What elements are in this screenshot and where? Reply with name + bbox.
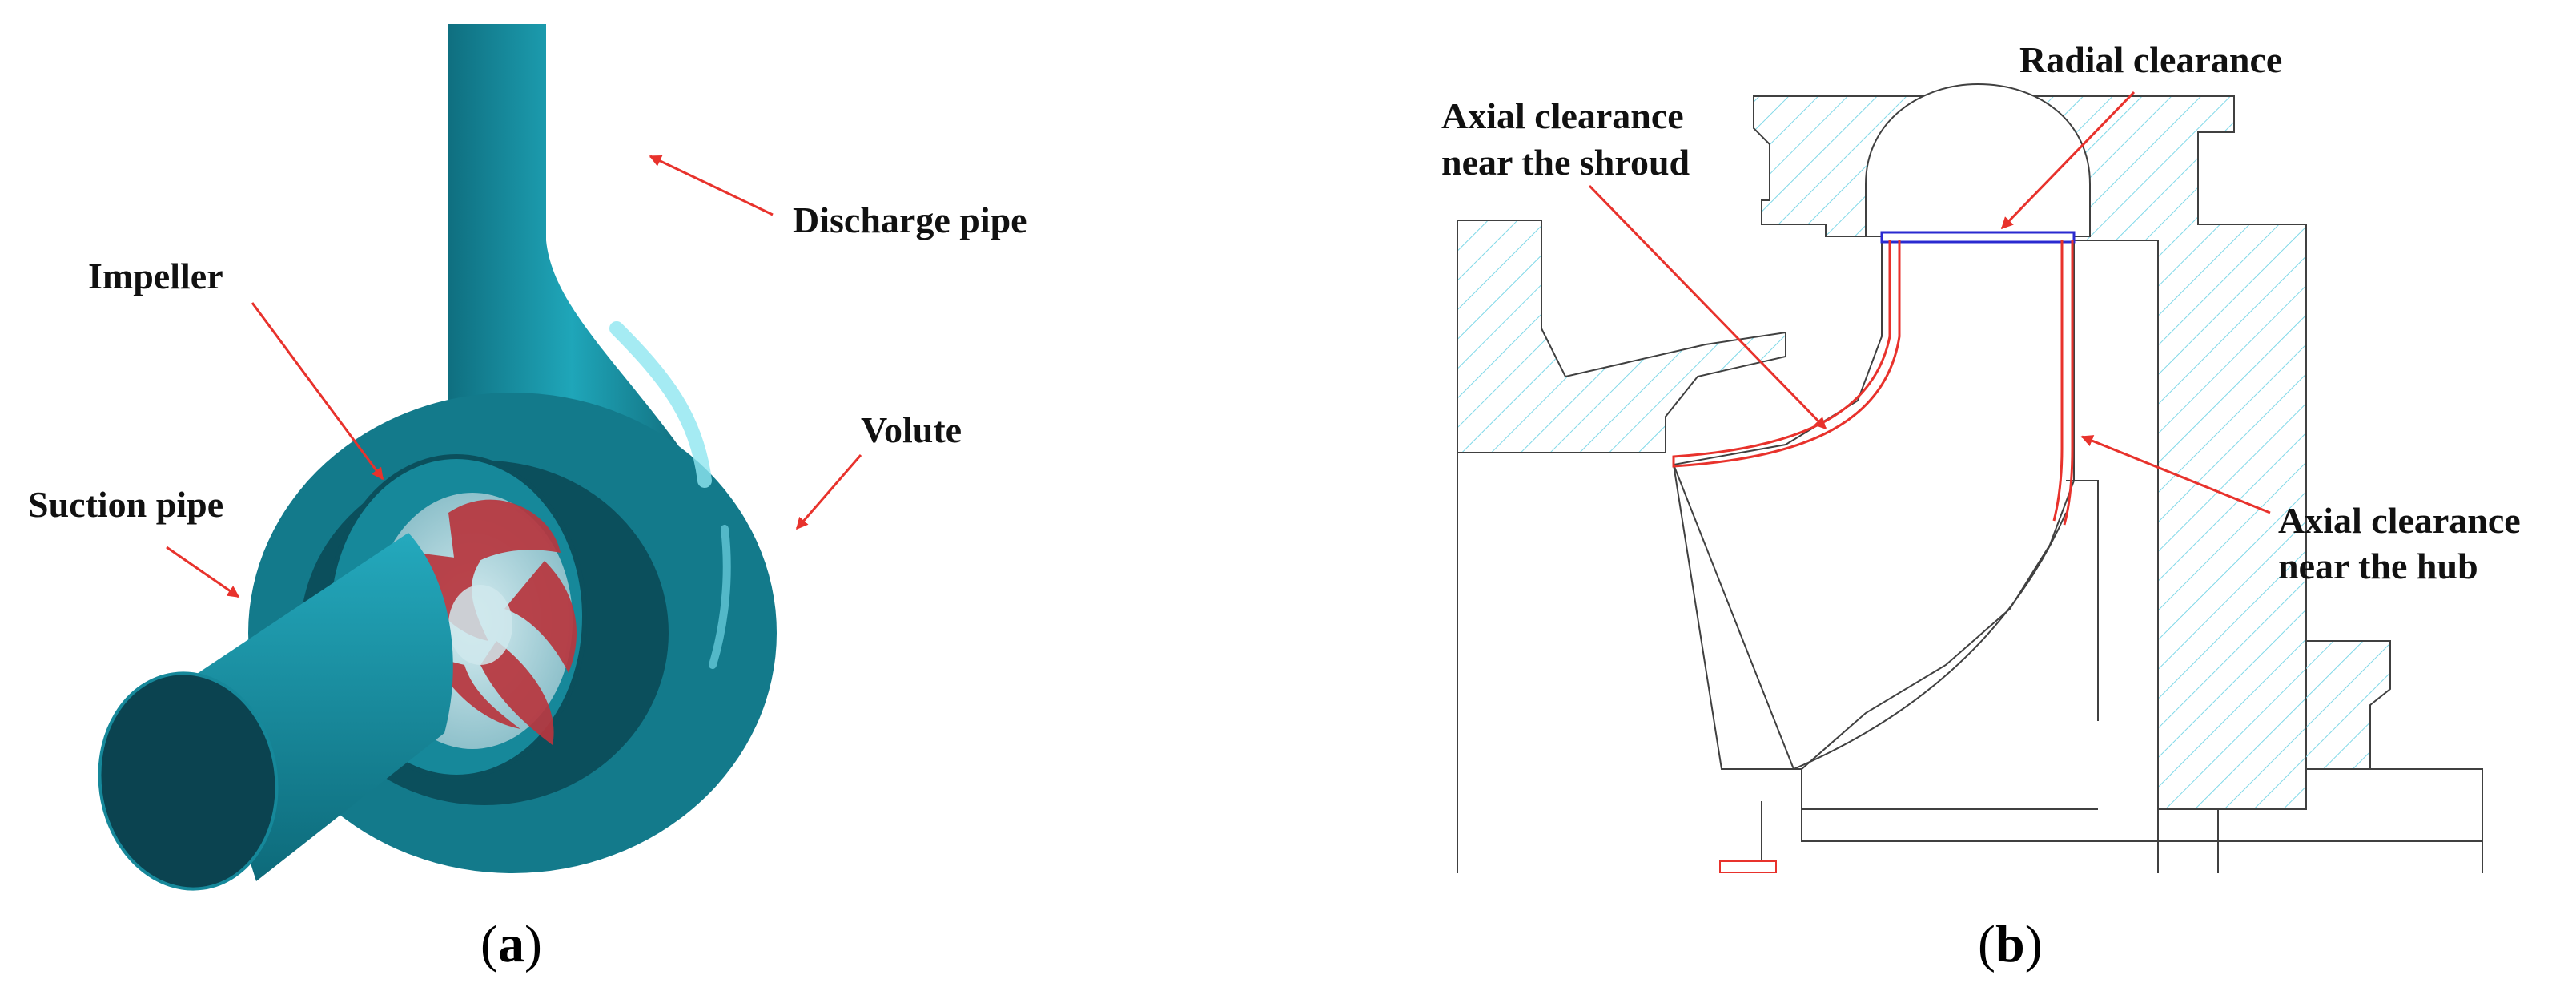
suction-pipe-label: Suction pipe	[28, 484, 223, 525]
hatched-casing	[1457, 95, 2391, 810]
volute-highlight-2	[709, 525, 731, 669]
axial-shroud-label-line1: Axial clearance	[1441, 95, 1684, 136]
axial-clearance-hub-gap	[2052, 240, 2074, 526]
axial-hub-label-line1: Axial clearance	[2278, 500, 2521, 541]
section-outlines	[1457, 453, 2483, 873]
axial-hub-label-line2: near the hub	[2278, 546, 2478, 586]
axial-shroud-label-line2: near the shroud	[1441, 142, 1690, 183]
impeller-passage	[1672, 236, 2075, 770]
panel-b-cross-section: Radial clearance Axial clearance near th…	[1441, 39, 2521, 973]
caption-a-close: )	[524, 915, 542, 973]
caption-b-letter: b	[1995, 915, 2025, 973]
discharge-pipe-label: Discharge pipe	[793, 199, 1027, 240]
volute-label: Volute	[861, 409, 962, 450]
volute-arrow	[795, 454, 862, 530]
axial-shroud-arrow	[1588, 184, 1827, 430]
impeller-hub	[448, 585, 512, 665]
caption-b-open: (	[1978, 915, 1995, 973]
discharge-pipe-arrow	[649, 155, 774, 216]
caption-a-letter: a	[498, 915, 524, 973]
casing-left-flange	[1457, 220, 1786, 453]
caption-b: (b)	[1978, 915, 2043, 973]
panel-a-pump-model: Discharge pipe Impeller Volute Suction p…	[28, 24, 1027, 973]
impeller-arrow	[251, 302, 384, 481]
caption-a-open: (	[480, 915, 498, 973]
suction-pipe-inlet-face	[99, 673, 277, 889]
radial-clearance-arrow	[2000, 91, 2136, 230]
axial-hub-arrow	[2080, 435, 2271, 514]
caption-b-close: )	[2025, 915, 2043, 973]
impeller-label: Impeller	[88, 256, 223, 296]
axial-clearance-shroud-gap	[1672, 240, 1901, 468]
caption-a: (a)	[480, 915, 542, 973]
shaft-seal-mark	[1719, 860, 1777, 873]
radial-clearance-label: Radial clearance	[2019, 39, 2282, 80]
suction-pipe-inlet-rim	[98, 671, 279, 891]
suction-pipe-arrow	[166, 546, 240, 598]
radial-clearance-gap	[1880, 231, 2076, 244]
volute-highlight	[609, 321, 712, 488]
